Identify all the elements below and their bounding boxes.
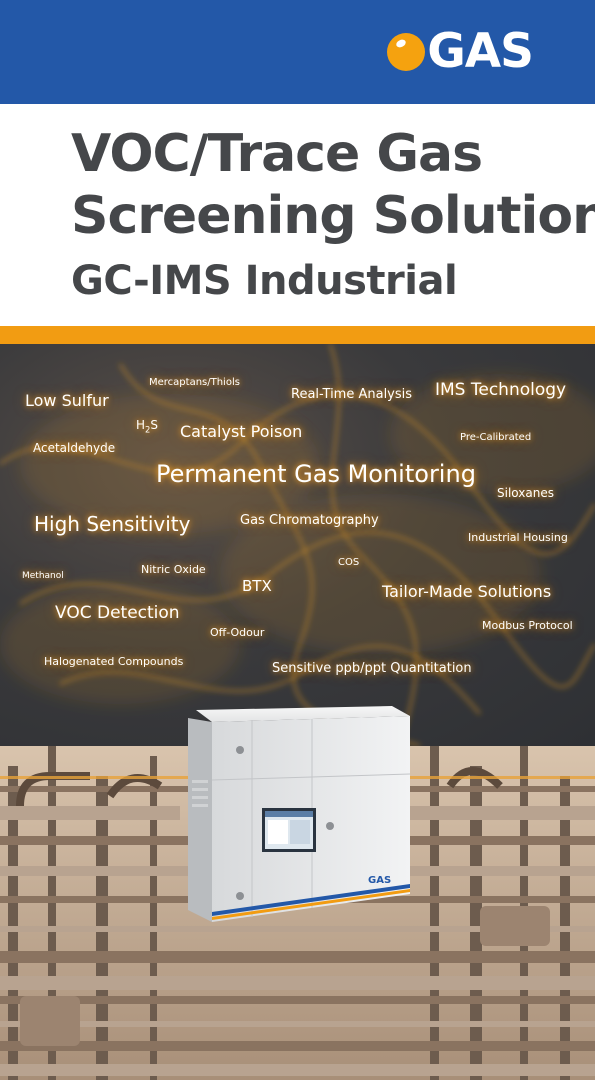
- logo-dot-icon: [387, 33, 426, 71]
- kw-halogenated: Halogenated Compounds: [44, 655, 184, 668]
- device-illustration: [188, 706, 411, 922]
- smoke-background: [0, 344, 595, 746]
- brand-logo: GAS: [387, 24, 534, 79]
- keyword-cloud: Low Sulfur Mercaptans/Thiols Real-Time A…: [0, 344, 595, 746]
- gc-ims-analyzer-device: GAS: [182, 700, 412, 928]
- kw-btx: BTX: [242, 577, 272, 595]
- kw-industrial-housing: Industrial Housing: [468, 531, 568, 544]
- kw-gas-chromatography: Gas Chromatography: [240, 513, 379, 528]
- kw-cos: COS: [338, 557, 360, 568]
- subtitle: GC-IMS Industrial: [71, 258, 458, 304]
- kw-ims-technology: IMS Technology: [435, 380, 567, 400]
- header-bar: GAS: [0, 0, 595, 104]
- kw-methanol: Methanol: [22, 571, 64, 581]
- title-line-2: Screening Solutions: [71, 186, 595, 246]
- kw-nitric-oxide: Nitric Oxide: [141, 563, 206, 576]
- kw-tailor-made: Tailor-Made Solutions: [382, 582, 552, 601]
- kw-real-time: Real-Time Analysis: [291, 387, 413, 402]
- kw-siloxanes: Siloxanes: [497, 486, 554, 500]
- kw-catalyst-poison: Catalyst Poison: [180, 422, 303, 441]
- kw-acetaldehyde: Acetaldehyde: [33, 441, 116, 455]
- kw-permanent-gas: Permanent Gas Monitoring: [156, 460, 476, 488]
- title-line-1: VOC/Trace Gas: [71, 124, 483, 184]
- kw-high-sensitivity: High Sensitivity: [34, 512, 191, 536]
- refinery-pipes: [0, 746, 595, 1080]
- kw-ppb-ppt: Sensitive ppb/ppt Quantitation: [272, 661, 472, 676]
- title-block: VOC/Trace Gas Screening Solutions GC-IMS…: [0, 104, 595, 326]
- kw-modbus: Modbus Protocol: [482, 619, 573, 632]
- kw-voc-detection: VOC Detection: [55, 603, 180, 623]
- kw-low-sulfur: Low Sulfur: [25, 391, 109, 410]
- logo-text: GAS: [427, 24, 534, 79]
- kw-off-odour: Off-Odour: [210, 626, 265, 639]
- kw-h2s: H2S: [136, 418, 158, 435]
- orange-divider: [0, 326, 595, 344]
- device-logo-text: GAS: [368, 875, 392, 886]
- kw-mercaptans: Mercaptans/Thiols: [149, 377, 240, 388]
- kw-pre-calibrated: Pre-Calibrated: [460, 432, 532, 443]
